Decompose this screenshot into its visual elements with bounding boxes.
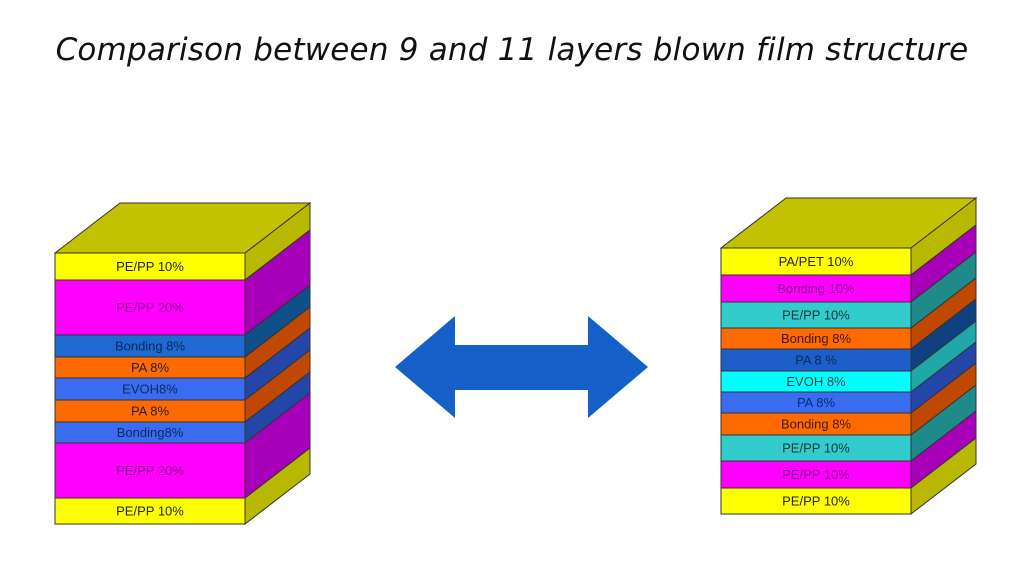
layer-label: EVOH 8%	[786, 374, 846, 389]
layer-label: PE/PP 20%	[116, 300, 184, 315]
layer-label: PA 8%	[797, 395, 836, 410]
layer-front-face	[54, 252, 246, 281]
layer-label: PE/PP 10%	[782, 467, 850, 482]
layer-label: PA/PET 10%	[779, 254, 854, 269]
layer-label: PA 8%	[131, 404, 170, 419]
eleven-layer-block: PA/PET 10% Bonding 10% PE/PP 10% Bonding 8%…	[719, 196, 978, 516]
double-arrow-icon	[395, 316, 648, 418]
layer-label: Bonding8%	[117, 425, 184, 440]
layer-label: PE/PP 10%	[116, 504, 184, 519]
nine-layer-block: PE/PP 10% PE/PP 20% Bonding 8% PA 8% EVOH8% P…	[53, 201, 312, 526]
layer-label: PE/PP 20%	[116, 463, 184, 478]
slide-title: Comparison between 9 and 11 layers blown…	[55, 32, 969, 68]
layer-label: EVOH8%	[122, 382, 178, 397]
layer-label: PE/PP 10%	[782, 494, 850, 509]
layer-label: PA 8 %	[795, 353, 837, 368]
layer-label: PA 8%	[131, 360, 170, 375]
layer-label: PE/PP 10%	[116, 259, 184, 274]
layer-front-face	[720, 487, 912, 515]
layer-label: Bonding 8%	[115, 339, 186, 354]
layer-front-face	[54, 279, 246, 336]
layer-label: Bonding 8%	[781, 331, 852, 346]
layer-front-face	[720, 301, 912, 329]
layer-label: Bonding 10%	[777, 281, 855, 296]
layer-front-face	[54, 497, 246, 525]
layer-front-face	[54, 442, 246, 499]
layer-label: PE/PP 10%	[782, 441, 850, 456]
layer-label: Bonding 8%	[781, 417, 852, 432]
layer-front-face	[720, 274, 912, 303]
layer-label: PE/PP 10%	[782, 308, 850, 323]
